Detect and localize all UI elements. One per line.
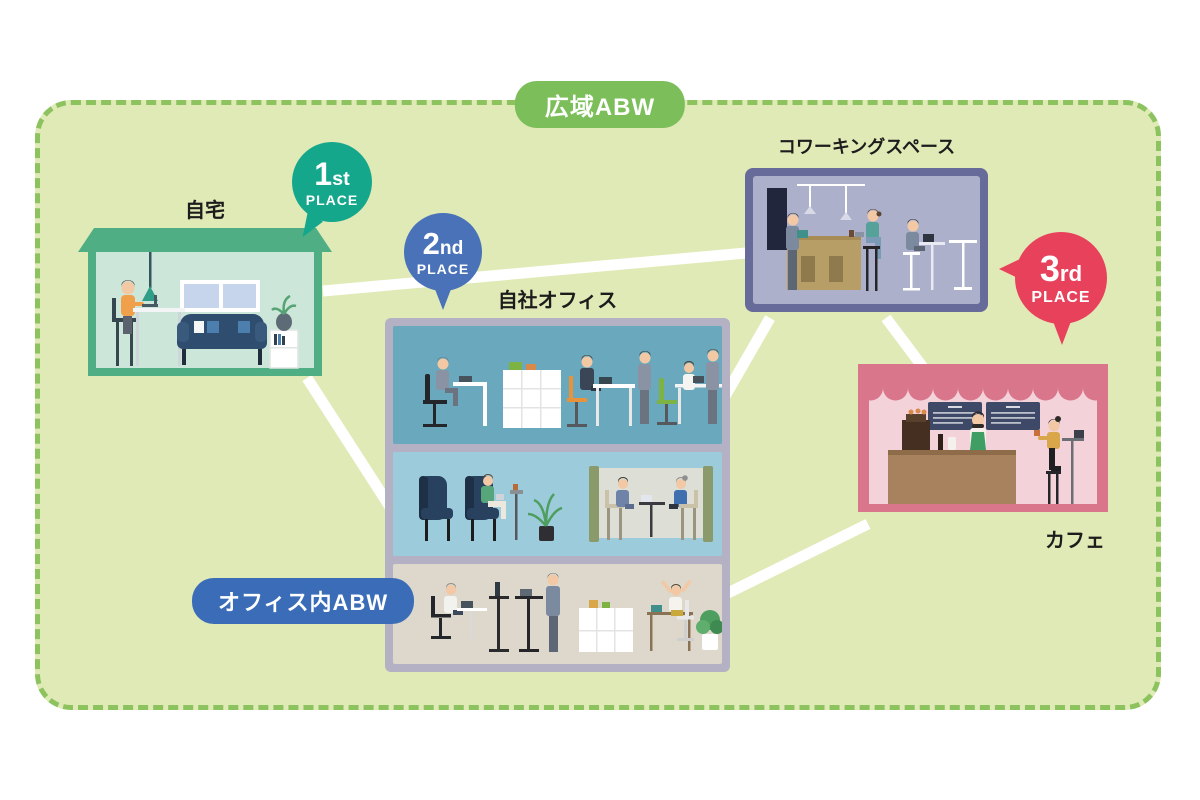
second-place-tail	[433, 284, 453, 310]
coffee-roaster	[902, 408, 930, 450]
seated-worker-round-table	[431, 583, 487, 639]
office-floor-middle	[393, 452, 722, 556]
coworking-illustration	[767, 184, 977, 291]
coffee-cup	[849, 230, 854, 237]
barista	[970, 411, 986, 450]
storage-shelf	[579, 600, 633, 652]
second-place-rank: 2nd	[422, 226, 464, 261]
meeting-pair	[675, 349, 722, 424]
cafe-building	[858, 364, 1108, 512]
bottle	[938, 434, 943, 450]
woman-on-stool	[855, 209, 882, 291]
green-chair	[657, 378, 677, 425]
first-place-badge: 1st PLACE	[292, 142, 372, 242]
sofa	[177, 314, 267, 365]
cafe-wall-left	[858, 388, 869, 512]
first-place-word: PLACE	[305, 191, 359, 208]
wide-abw-pill: 広域ABW	[514, 81, 686, 128]
office-abw-pill: オフィス内ABW	[192, 578, 415, 624]
home-label: 自宅	[185, 200, 225, 222]
cafe-label: カフェ	[1045, 530, 1105, 552]
floor-lamp	[510, 484, 523, 540]
office-floor-top-illustration	[423, 349, 722, 428]
menu-boards	[928, 402, 1040, 430]
standing-worker	[638, 351, 651, 424]
cafe-counter	[888, 450, 1016, 504]
office-floor-bottom-illustration	[431, 573, 722, 652]
third-place-badge: 3rd PLACE	[999, 232, 1107, 345]
home-illustration	[78, 228, 332, 376]
dark-panel	[767, 188, 787, 250]
home-roof	[78, 228, 332, 252]
man-at-laptop-table	[903, 219, 945, 291]
palm-plant	[527, 493, 563, 541]
first-place-rank: 1st	[314, 155, 350, 192]
stretching-woman-desk	[647, 579, 694, 651]
office-floor-top	[393, 326, 722, 444]
second-place-word: PLACE	[416, 261, 470, 277]
cafe-wall-right	[1097, 388, 1108, 512]
third-place-rank: 3rd	[1039, 247, 1083, 289]
window	[180, 280, 260, 312]
customer-high-table	[1034, 416, 1084, 504]
reading-woman-wing-chair	[465, 474, 506, 541]
cafe-illustration	[858, 364, 1108, 512]
cubby-shelf	[503, 362, 561, 428]
office-building	[385, 318, 730, 672]
hanging-lamps	[797, 184, 865, 220]
dual-monitor-stand	[489, 582, 509, 652]
worker-at-desk-orange-chair	[567, 355, 635, 427]
worker-on-task-chair	[423, 357, 487, 427]
standing-desk-worker	[515, 573, 560, 652]
second-place-badge: 2nd PLACE	[404, 213, 482, 310]
home-building	[78, 226, 332, 376]
cafe-floor-strip	[858, 504, 1108, 512]
shelf-and-plant	[269, 294, 299, 369]
office-floor-middle-illustration	[419, 466, 713, 542]
pitcher	[948, 437, 956, 450]
potted-plant	[696, 610, 722, 650]
coworking-interior	[753, 176, 980, 304]
standing-person-laptop	[786, 213, 808, 290]
bar-counter	[787, 236, 861, 290]
coworking-building	[745, 168, 988, 312]
round-table	[949, 240, 977, 290]
office-floor-bottom	[393, 564, 722, 664]
third-place-tail-down	[1051, 316, 1073, 345]
coworking-label: コワーキングスペース	[777, 137, 956, 157]
wing-chair	[419, 476, 453, 541]
third-place-tail-left	[999, 259, 1020, 279]
meeting-booth	[589, 466, 713, 542]
third-place-word: PLACE	[1031, 288, 1091, 306]
